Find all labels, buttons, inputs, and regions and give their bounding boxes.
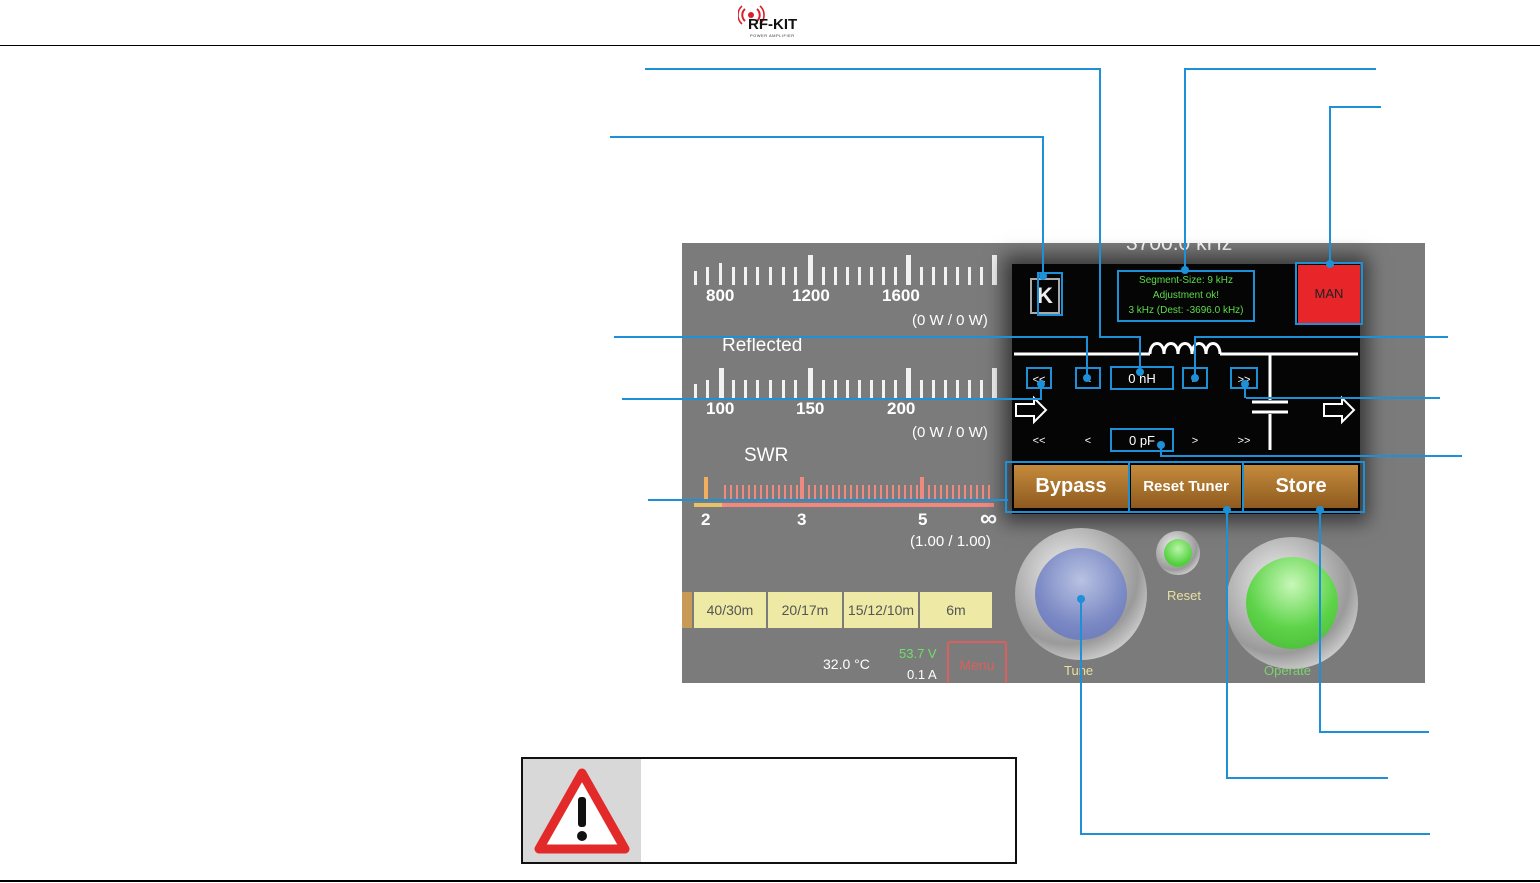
swr-title: SWR bbox=[744, 445, 789, 466]
reflected-reading: (0 W / 0 W) bbox=[912, 424, 988, 441]
info-adjustment: Adjustment ok! bbox=[1152, 290, 1220, 301]
inductance-value: 0 nH bbox=[1110, 366, 1174, 390]
band-15-12-10m[interactable]: 15/12/10m bbox=[844, 592, 918, 628]
warning-triangle-icon bbox=[534, 768, 630, 854]
voltage: 53.7 V bbox=[899, 646, 937, 661]
radio-waves-icon bbox=[738, 5, 765, 25]
warning-icon-area bbox=[523, 759, 641, 862]
band-6m[interactable]: 6m bbox=[920, 592, 992, 628]
rfkit-logo: RF-KIT POWER AMPLIFIER bbox=[738, 2, 810, 40]
tuner-circuit-diagram bbox=[1014, 342, 1358, 450]
info-destination: 3 kHz (Dest: -3696.0 kHz) bbox=[1128, 305, 1244, 316]
forward-tick-800: 800 bbox=[706, 286, 735, 305]
bypass-button[interactable]: Bypass bbox=[1014, 465, 1128, 508]
logo-subtitle: POWER AMPLIFIER bbox=[750, 33, 795, 38]
swr-tick-infinity: ∞ bbox=[980, 505, 998, 532]
tune-label: Tune bbox=[1064, 663, 1094, 678]
swr-tick-2: 2 bbox=[701, 510, 711, 529]
man-mode-button[interactable]: MAN bbox=[1298, 265, 1360, 323]
band-40-30m[interactable]: 40/30m bbox=[694, 592, 766, 628]
info-box: Segment-Size: 9 kHz Adjustment ok! 3 kHz… bbox=[1117, 270, 1255, 322]
c-back-button[interactable]: < bbox=[1084, 435, 1092, 447]
forward-power-scale bbox=[694, 251, 1000, 285]
reflected-tick-150: 150 bbox=[796, 399, 825, 418]
man-mode-highlight bbox=[1295, 262, 1363, 325]
reflected-power-scale bbox=[694, 364, 1000, 398]
c-fast-back-button[interactable]: << bbox=[1032, 435, 1046, 447]
reflected-tick-100: 100 bbox=[706, 399, 735, 418]
k-button-highlight bbox=[1037, 272, 1063, 316]
temperature: 32.0 °C bbox=[823, 656, 870, 672]
reflected-title: Reflected bbox=[722, 335, 803, 356]
bypass-highlight bbox=[1005, 461, 1130, 513]
operate-label: Operate bbox=[1264, 663, 1311, 678]
swr-scale bbox=[694, 475, 994, 507]
band-indicator bbox=[682, 592, 692, 628]
current: 0.1 A bbox=[907, 667, 937, 682]
menu-button[interactable]: Menu bbox=[947, 641, 1007, 683]
frequency-display: 3700.0 kHz bbox=[1126, 232, 1233, 250]
operate-knob[interactable] bbox=[1226, 537, 1358, 669]
reset-tuner-button[interactable]: Reset Tuner bbox=[1131, 465, 1241, 508]
c-fast-fwd-button[interactable]: >> bbox=[1237, 435, 1251, 447]
store-button[interactable]: Store bbox=[1244, 465, 1358, 508]
swr-tick-3: 3 bbox=[797, 510, 807, 529]
swr-tick-5: 5 bbox=[918, 510, 928, 529]
forward-tick-1200: 1200 bbox=[792, 286, 830, 305]
reflected-tick-200: 200 bbox=[887, 399, 916, 418]
reset-knob[interactable] bbox=[1156, 531, 1200, 575]
logo-text: RF-KIT bbox=[748, 16, 798, 33]
forward-reading: (0 W / 0 W) bbox=[912, 312, 988, 329]
footer-divider bbox=[0, 880, 1540, 882]
store-highlight bbox=[1242, 461, 1365, 513]
band-20-17m[interactable]: 20/17m bbox=[768, 592, 842, 628]
reset-label: Reset bbox=[1167, 588, 1201, 603]
info-segment-size: Segment-Size: 9 kHz bbox=[1139, 275, 1233, 286]
forward-tick-1600: 1600 bbox=[882, 286, 920, 305]
c-fwd-button[interactable]: > bbox=[1191, 435, 1199, 447]
header-divider bbox=[0, 45, 1540, 46]
swr-reading: (1.00 / 1.00) bbox=[910, 533, 991, 550]
warning-box bbox=[521, 757, 1017, 864]
capacitance-value: 0 pF bbox=[1110, 428, 1174, 452]
